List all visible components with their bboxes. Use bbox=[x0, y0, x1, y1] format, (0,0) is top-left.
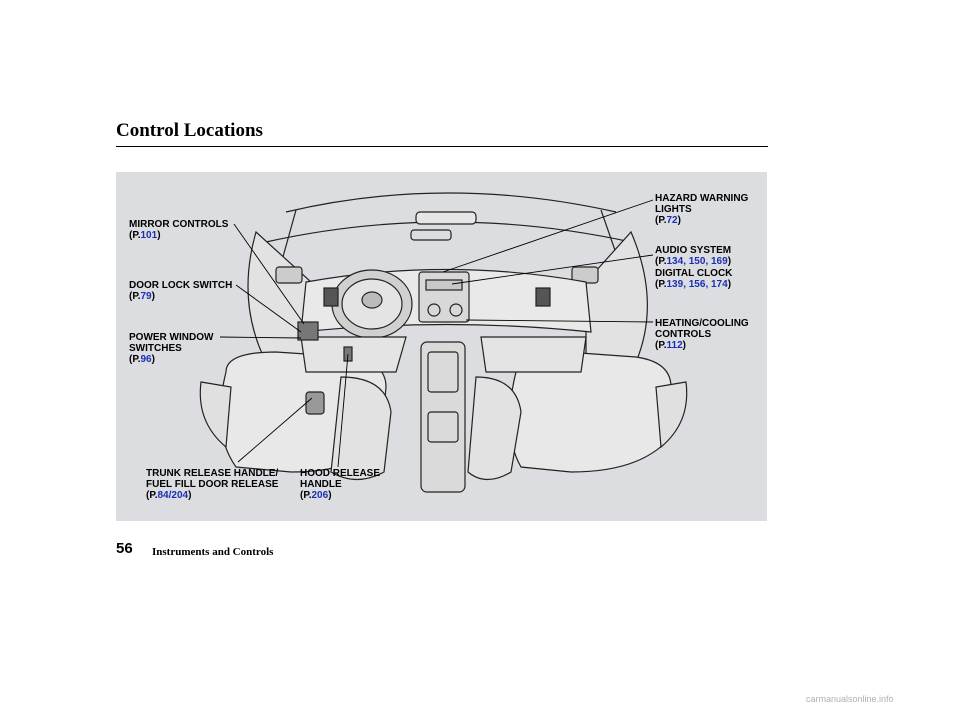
ref-suffix: ) bbox=[727, 256, 732, 267]
label-door-lock-switch: DOOR LOCK SWITCH (P.79) bbox=[129, 280, 232, 302]
page-link[interactable]: 101 bbox=[140, 230, 158, 241]
page-link[interactable]: 134 bbox=[666, 256, 684, 267]
ref-prefix: (P. bbox=[129, 230, 141, 241]
ref-suffix: ) bbox=[151, 291, 155, 302]
label-power-window-switches: POWER WINDOW SWITCHES (P.96) bbox=[129, 332, 213, 365]
page-ref: (P.79) bbox=[129, 291, 232, 302]
label-text: AUDIO SYSTEM bbox=[655, 245, 732, 256]
label-heating-cooling: HEATING/COOLING CONTROLS (P.112) bbox=[655, 318, 749, 351]
page-title: Control Locations bbox=[116, 120, 263, 141]
page-link[interactable]: 174 bbox=[711, 279, 728, 290]
page-ref: (P.84/204) bbox=[146, 490, 278, 501]
ref-prefix: (P. bbox=[300, 490, 312, 501]
section-footer: Instruments and Controls bbox=[152, 546, 274, 558]
label-text: MIRROR CONTROLS bbox=[129, 219, 229, 230]
page-link[interactable]: 156 bbox=[688, 279, 706, 290]
ref-suffix: ) bbox=[677, 215, 681, 226]
ref-prefix: (P. bbox=[129, 354, 141, 365]
ref-prefix: (P. bbox=[146, 490, 158, 501]
page-number: 56 bbox=[116, 540, 133, 557]
page-link[interactable]: 206 bbox=[311, 490, 329, 501]
page-link[interactable]: 112 bbox=[666, 340, 683, 351]
watermark: carmanualsonline.info bbox=[806, 694, 894, 704]
page-ref: (P.72) bbox=[655, 215, 748, 226]
car-interior-illustration bbox=[199, 192, 688, 493]
ref-prefix: (P. bbox=[655, 340, 667, 351]
label-digital-clock: DIGITAL CLOCK (P.139, 156, 174) bbox=[655, 268, 732, 290]
ref-separator: / bbox=[168, 490, 172, 501]
page-ref: (P.139, 156, 174) bbox=[655, 279, 732, 290]
page-link[interactable]: 79 bbox=[140, 291, 152, 302]
label-text: DOOR LOCK SWITCH bbox=[129, 280, 233, 291]
page-ref: (P.134, 150, 169) bbox=[655, 256, 731, 267]
ref-prefix: (P. bbox=[655, 279, 667, 290]
ref-suffix: ) bbox=[328, 490, 332, 501]
label-text: HAZARD WARNING bbox=[655, 193, 749, 204]
label-text-2: CONTROLS bbox=[655, 329, 712, 340]
ref-suffix: ) bbox=[188, 490, 192, 501]
ref-separator: , bbox=[705, 279, 711, 290]
ref-suffix: ) bbox=[682, 340, 686, 351]
label-text: TRUNK RELEASE HANDLE/ bbox=[146, 468, 279, 479]
ref-suffix: ) bbox=[157, 230, 161, 241]
page-link[interactable]: 84 bbox=[157, 490, 169, 501]
label-audio-system: AUDIO SYSTEM (P.134, 150, 169) bbox=[655, 245, 731, 267]
ref-prefix: (P. bbox=[655, 215, 667, 226]
ref-prefix: (P. bbox=[129, 291, 141, 302]
page-link[interactable]: 169 bbox=[711, 256, 728, 267]
ref-suffix: ) bbox=[151, 354, 155, 365]
page-link[interactable]: 96 bbox=[140, 354, 152, 365]
label-hazard-warning: HAZARD WARNING LIGHTS (P.72) bbox=[655, 193, 748, 226]
label-text-2: SWITCHES bbox=[129, 343, 182, 354]
label-text: HOOD RELEASE bbox=[300, 468, 381, 479]
page-ref: (P.101) bbox=[129, 230, 228, 241]
label-text-2: LIGHTS bbox=[655, 204, 692, 215]
ref-prefix: (P. bbox=[655, 256, 667, 267]
page-link[interactable]: 72 bbox=[666, 215, 678, 226]
label-mirror-controls: MIRROR CONTROLS (P.101) bbox=[129, 219, 228, 241]
page-link[interactable]: 204 bbox=[171, 490, 189, 501]
label-text: POWER WINDOW bbox=[129, 332, 214, 343]
label-trunk-release: TRUNK RELEASE HANDLE/ FUEL FILL DOOR REL… bbox=[146, 468, 278, 501]
page-link[interactable]: 150 bbox=[688, 256, 706, 267]
page-ref: (P.96) bbox=[129, 354, 213, 365]
label-text-2: HANDLE bbox=[300, 479, 342, 490]
title-rule bbox=[116, 146, 768, 147]
page-ref: (P.206) bbox=[300, 490, 380, 501]
label-text-2: FUEL FILL DOOR RELEASE bbox=[146, 479, 279, 490]
ref-suffix: ) bbox=[727, 279, 732, 290]
label-text: DIGITAL CLOCK bbox=[655, 268, 733, 279]
page-ref: (P.112) bbox=[655, 340, 749, 351]
label-text: HEATING/COOLING bbox=[655, 318, 749, 329]
ref-separator: , bbox=[683, 279, 689, 290]
page-link[interactable]: 139 bbox=[666, 279, 684, 290]
label-hood-release: HOOD RELEASE HANDLE (P.206) bbox=[300, 468, 380, 501]
ref-separator: , bbox=[705, 256, 711, 267]
ref-separator: , bbox=[683, 256, 689, 267]
